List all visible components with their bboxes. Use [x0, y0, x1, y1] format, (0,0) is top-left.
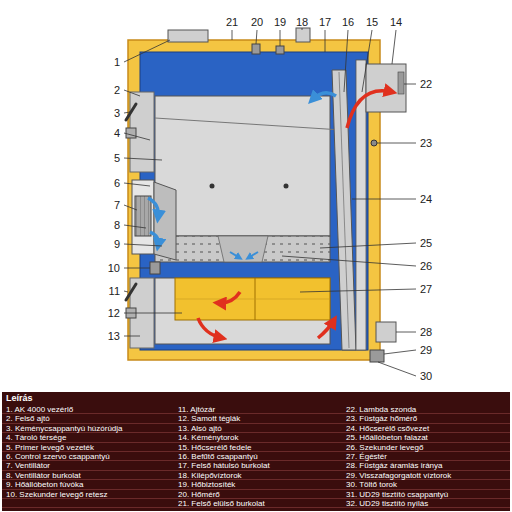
callout-number: 19: [274, 16, 286, 28]
legend-entry: 10. Szekunder levegő retesz: [2, 490, 174, 499]
thermometer: [252, 44, 260, 54]
legend-entry: 20. Hőmérő: [174, 490, 342, 499]
legend-entry: 28. Füstgáz áramlás iránya: [342, 461, 510, 470]
insulation-casing: [128, 40, 380, 360]
callout-number: 10: [108, 262, 120, 274]
return-pipe: [376, 322, 396, 342]
callout-number: 21: [226, 16, 238, 28]
callout-number: 13: [108, 330, 120, 342]
legend-entry: 29. Visszafagorgatott víztorok: [342, 471, 510, 480]
callout-number: 7: [114, 199, 120, 211]
legend-entry: 16. Befűtő csappantyú: [174, 452, 342, 461]
legend-entry: 9. Hőállóbeton fúvóka: [2, 480, 174, 489]
callout-number: 24: [420, 193, 432, 205]
legend-entry: 15. Hőcserélő fedele: [174, 443, 342, 452]
damper-rod: [155, 118, 342, 130]
legend-entry: 14. Kéménytorok: [174, 433, 342, 442]
legend-entry: 12. Samott téglák: [174, 414, 342, 423]
callout-number: 29: [420, 344, 432, 356]
legend-entry: 7. Ventillátor: [2, 461, 174, 470]
empty-cell: [2, 499, 174, 508]
callout-number: 9: [114, 238, 120, 250]
callout-number: 1: [114, 56, 120, 68]
legend-entry: 17. Felső hátulsó burkolat: [174, 461, 342, 470]
flow-arrows: [148, 91, 392, 338]
lambda-probe: [398, 72, 404, 94]
rivet: [210, 184, 215, 189]
callout-number: 28: [420, 326, 432, 338]
foot: [370, 350, 384, 362]
flue-outlet: [366, 64, 406, 112]
callout-number: 16: [342, 16, 354, 28]
callout-number: 17: [319, 16, 331, 28]
storage-chamber: [155, 96, 330, 236]
callout-number: 27: [420, 283, 432, 295]
legend-entry: 1. AK 4000 vezérlő: [2, 405, 174, 414]
flue-thermometer: [371, 140, 377, 146]
legend-entry: 24. Hőcserélő csővezet: [342, 424, 510, 433]
callout-number: 2: [114, 84, 120, 96]
legend-entry: 4. Tároló térsége: [2, 433, 174, 442]
callout-number: 26: [420, 260, 432, 272]
combustion-chamber: [155, 278, 330, 344]
legend-entry: 3. Kéménycsappantyú húzórúdja: [2, 424, 174, 433]
legend-entry: 8. Ventillátor burkolat: [2, 471, 174, 480]
legend-entry: 18. Kilépővíztorok: [174, 471, 342, 480]
legend-entry: 11. Ajtózár: [174, 405, 342, 414]
legend-entry: 13. Alsó ajtó: [174, 424, 342, 433]
callout-number: 4: [114, 127, 120, 139]
callout-number: 30: [420, 370, 432, 382]
legend-entry: 31. UD29 tisztító csappantyú: [342, 490, 510, 499]
legend-entry: 32. UD29 tisztító nyílás: [342, 499, 510, 508]
legend-entry: 21. Felső elülső burkolat: [174, 499, 342, 508]
nozzle: [218, 236, 268, 262]
callout-number: 14: [390, 16, 402, 28]
callout-number: 6: [114, 177, 120, 189]
water-jacket: [140, 52, 368, 350]
damper-handle: [126, 104, 136, 120]
table-heading: Leírás: [2, 392, 510, 405]
callout-number: 22: [420, 78, 432, 90]
air-latch: [150, 262, 160, 274]
legend-entry: 5. Primer levegő vezeték: [2, 443, 174, 452]
callout-number: 20: [251, 16, 263, 28]
fan: [135, 196, 151, 236]
callout-number: 18: [296, 16, 308, 28]
legend-entry: 22. Lambda szonda: [342, 405, 510, 414]
legend-table: Leírás 1. AK 4000 vezérlő2. Felső ajtó3.…: [2, 392, 510, 511]
refractory-band: [155, 236, 330, 262]
callout-number: 3: [114, 107, 120, 119]
callout-number: 11: [109, 285, 120, 297]
legend-entry: 23. Füstgáz hőmérő: [342, 414, 510, 423]
fan-cover: [132, 180, 154, 254]
callout-number: 5: [114, 152, 120, 164]
callout-number: 25: [420, 237, 432, 249]
outlet-pipe: [296, 28, 310, 42]
callout-number: 23: [420, 137, 432, 149]
legend-entry: 27. Égéstér: [342, 452, 510, 461]
legend-entry: 19. Hőbiztosíték: [174, 480, 342, 489]
air-nozzle: [154, 182, 176, 260]
leader-lines: [124, 28, 416, 376]
thermal-fuse: [276, 46, 284, 54]
rivet: [284, 184, 289, 189]
legend-entry: 6. Control szervo csappantyú: [2, 452, 174, 461]
legend-entry: 25. Hőállóbeton falazat: [342, 433, 510, 442]
callout-number: 15: [366, 16, 378, 28]
legend-entry: 26. Szekunder levegő: [342, 443, 510, 452]
door-handle: [126, 128, 136, 138]
callout-number: 12: [108, 307, 120, 319]
legend-entry: 30. Töltő torok: [342, 480, 510, 489]
firebricks: [175, 278, 330, 320]
controller: [168, 30, 208, 42]
legend-entry: 2. Felső ajtó: [2, 414, 174, 423]
callout-number: 8: [114, 219, 120, 231]
